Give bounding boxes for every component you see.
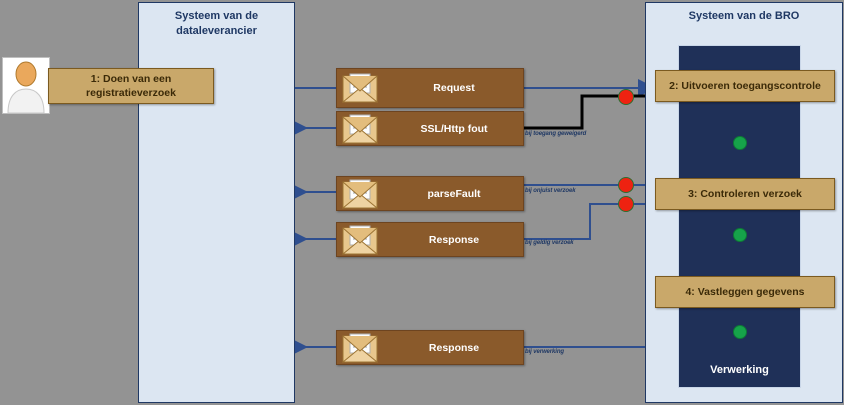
message-label: Response <box>428 233 480 246</box>
message-box-response-2[interactable]: Response <box>336 330 524 365</box>
envelope-icon <box>341 333 379 363</box>
envelope-icon <box>341 73 379 103</box>
success-marker-3 <box>733 325 747 339</box>
message-label: Response <box>428 341 480 354</box>
message-label: Request <box>433 82 475 94</box>
message-label: SSL/Http fout <box>420 122 488 135</box>
message-box-response-1[interactable]: Response <box>336 222 524 257</box>
message-label: parseFault <box>427 187 481 200</box>
process-box-2[interactable]: 2: Uitvoeren toegangscontrole <box>655 70 835 102</box>
envelope-icon <box>341 179 379 209</box>
lane-left-title: Systeem van de dataleverancier <box>174 10 259 37</box>
error-marker-2 <box>618 177 634 193</box>
process-box-4[interactable]: 4: Vastleggen gegevens <box>655 276 835 308</box>
connector-proc2-ssl <box>524 94 654 130</box>
success-marker-1 <box>733 136 747 150</box>
message-box-parsefault[interactable]: parseFault <box>336 176 524 211</box>
error-marker-1 <box>618 89 634 105</box>
envelope-icon <box>341 114 379 144</box>
process-box-3[interactable]: 3: Controleren verzoek <box>655 178 835 210</box>
message-box-ssl-http-fout[interactable]: SSL/Http fout <box>336 111 524 146</box>
annotation-verwerking: bij verwerking <box>525 349 564 355</box>
connector-proc3-resp <box>524 203 654 240</box>
annotation-geldig-verzoek: bij geldig verzoek <box>525 240 574 246</box>
annotation-toegang-geweigerd: bij toegang geweigerd <box>525 131 587 137</box>
error-marker-3 <box>618 196 634 212</box>
envelope-icon <box>341 225 379 255</box>
verwerking-label: Verwerking <box>710 364 769 376</box>
lane-dataleverancier: Systeem van de dataleverancier <box>138 2 295 403</box>
message-box-request[interactable]: Request <box>336 68 524 108</box>
lane-right-title: Systeem van de BRO <box>688 10 800 22</box>
actor-icon <box>2 57 50 114</box>
success-marker-2 <box>733 228 747 242</box>
process-box-1[interactable]: 1: Doen van een registratieverzoek <box>48 68 214 104</box>
annotation-onjuist-verzoek: bij onjuist verzoek <box>525 188 576 194</box>
